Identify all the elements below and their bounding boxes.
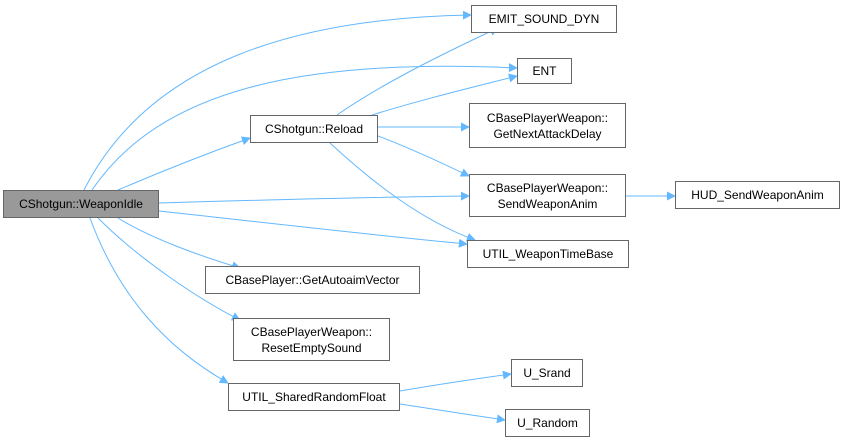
node-reload[interactable]: CShotgun::Reload [250, 115, 378, 143]
edge-reload-to-emit_sound_dyn [336, 27, 499, 116]
node-label-line: CBasePlayerWeapon:: [486, 180, 609, 195]
edge-reload-to-sendweaponanim [377, 135, 470, 177]
edge-weaponidle-to-ent [91, 63, 518, 191]
node-util-weapontimebase[interactable]: UTIL_WeaponTimeBase [467, 240, 629, 268]
node-emit-sound-dyn[interactable]: EMIT_SOUND_DYN [471, 5, 617, 33]
node-u-random[interactable]: U_Random [505, 409, 590, 437]
node-label-line: HUD_SendWeaponAnim [691, 188, 824, 202]
node-label-line: U_Srand [523, 366, 571, 380]
edge-weaponidle-to-resetemptysound [97, 217, 241, 321]
node-label-line: ENT [532, 64, 557, 78]
node-label-line: ResetEmptySound [261, 340, 362, 355]
edge-weaponidle-to-sendweaponanim [158, 191, 470, 204]
edge-util_sharedrandomfloat-to-u_random [399, 403, 506, 424]
edge-reload-to-util_weapontimebase [329, 142, 476, 242]
node-ent[interactable]: ENT [517, 58, 572, 84]
node-label-line: CShotgun::Reload [264, 122, 364, 136]
node-u-srand[interactable]: U_Srand [511, 359, 583, 387]
node-weaponidle: CShotgun::WeaponIdle [3, 190, 159, 218]
node-label-line: GetNextAttackDelay [493, 126, 602, 141]
node-getnextattackdelay[interactable]: CBasePlayerWeapon::GetNextAttackDelay [469, 103, 626, 148]
edge-weaponidle-to-util_sharedrandomfloat [89, 217, 229, 384]
node-label-line: CShotgun::WeaponIdle [19, 197, 143, 211]
edge-weaponidle-to-util_weapontimebase [158, 210, 468, 248]
node-label-line: UTIL_SharedRandomFloat [242, 390, 386, 404]
node-label-line: UTIL_WeaponTimeBase [482, 247, 614, 261]
node-label-line: SendWeaponAnim [497, 196, 598, 211]
node-label-line: U_Random [517, 416, 578, 430]
node-label-line: EMIT_SOUND_DYN [488, 12, 600, 26]
edge-reload-to-ent [371, 73, 518, 116]
node-label-line: CBasePlayer::GetAutoaimVector [225, 273, 400, 287]
node-util-sharedrandomfloat[interactable]: UTIL_SharedRandomFloat [228, 383, 400, 411]
node-hud-sendweaponanim[interactable]: HUD_SendWeaponAnim [675, 181, 840, 209]
node-sendweaponanim[interactable]: CBasePlayerWeapon::SendWeaponAnim [469, 174, 626, 217]
node-resetemptysound[interactable]: CBasePlayerWeapon::ResetEmptySound [233, 318, 390, 361]
edge-util_sharedrandomfloat-to-u_srand [399, 370, 512, 392]
edge-weaponidle-to-reload [117, 136, 251, 191]
edge-weaponidle-to-getautoaimvector [117, 217, 241, 270]
node-label-line: CBasePlayerWeapon:: [486, 110, 609, 125]
node-label-line: CBasePlayerWeapon:: [250, 324, 373, 339]
edge-weaponidle-to-emit_sound_dyn [83, 10, 472, 191]
node-getautoaimvector[interactable]: CBasePlayer::GetAutoaimVector [205, 266, 420, 294]
